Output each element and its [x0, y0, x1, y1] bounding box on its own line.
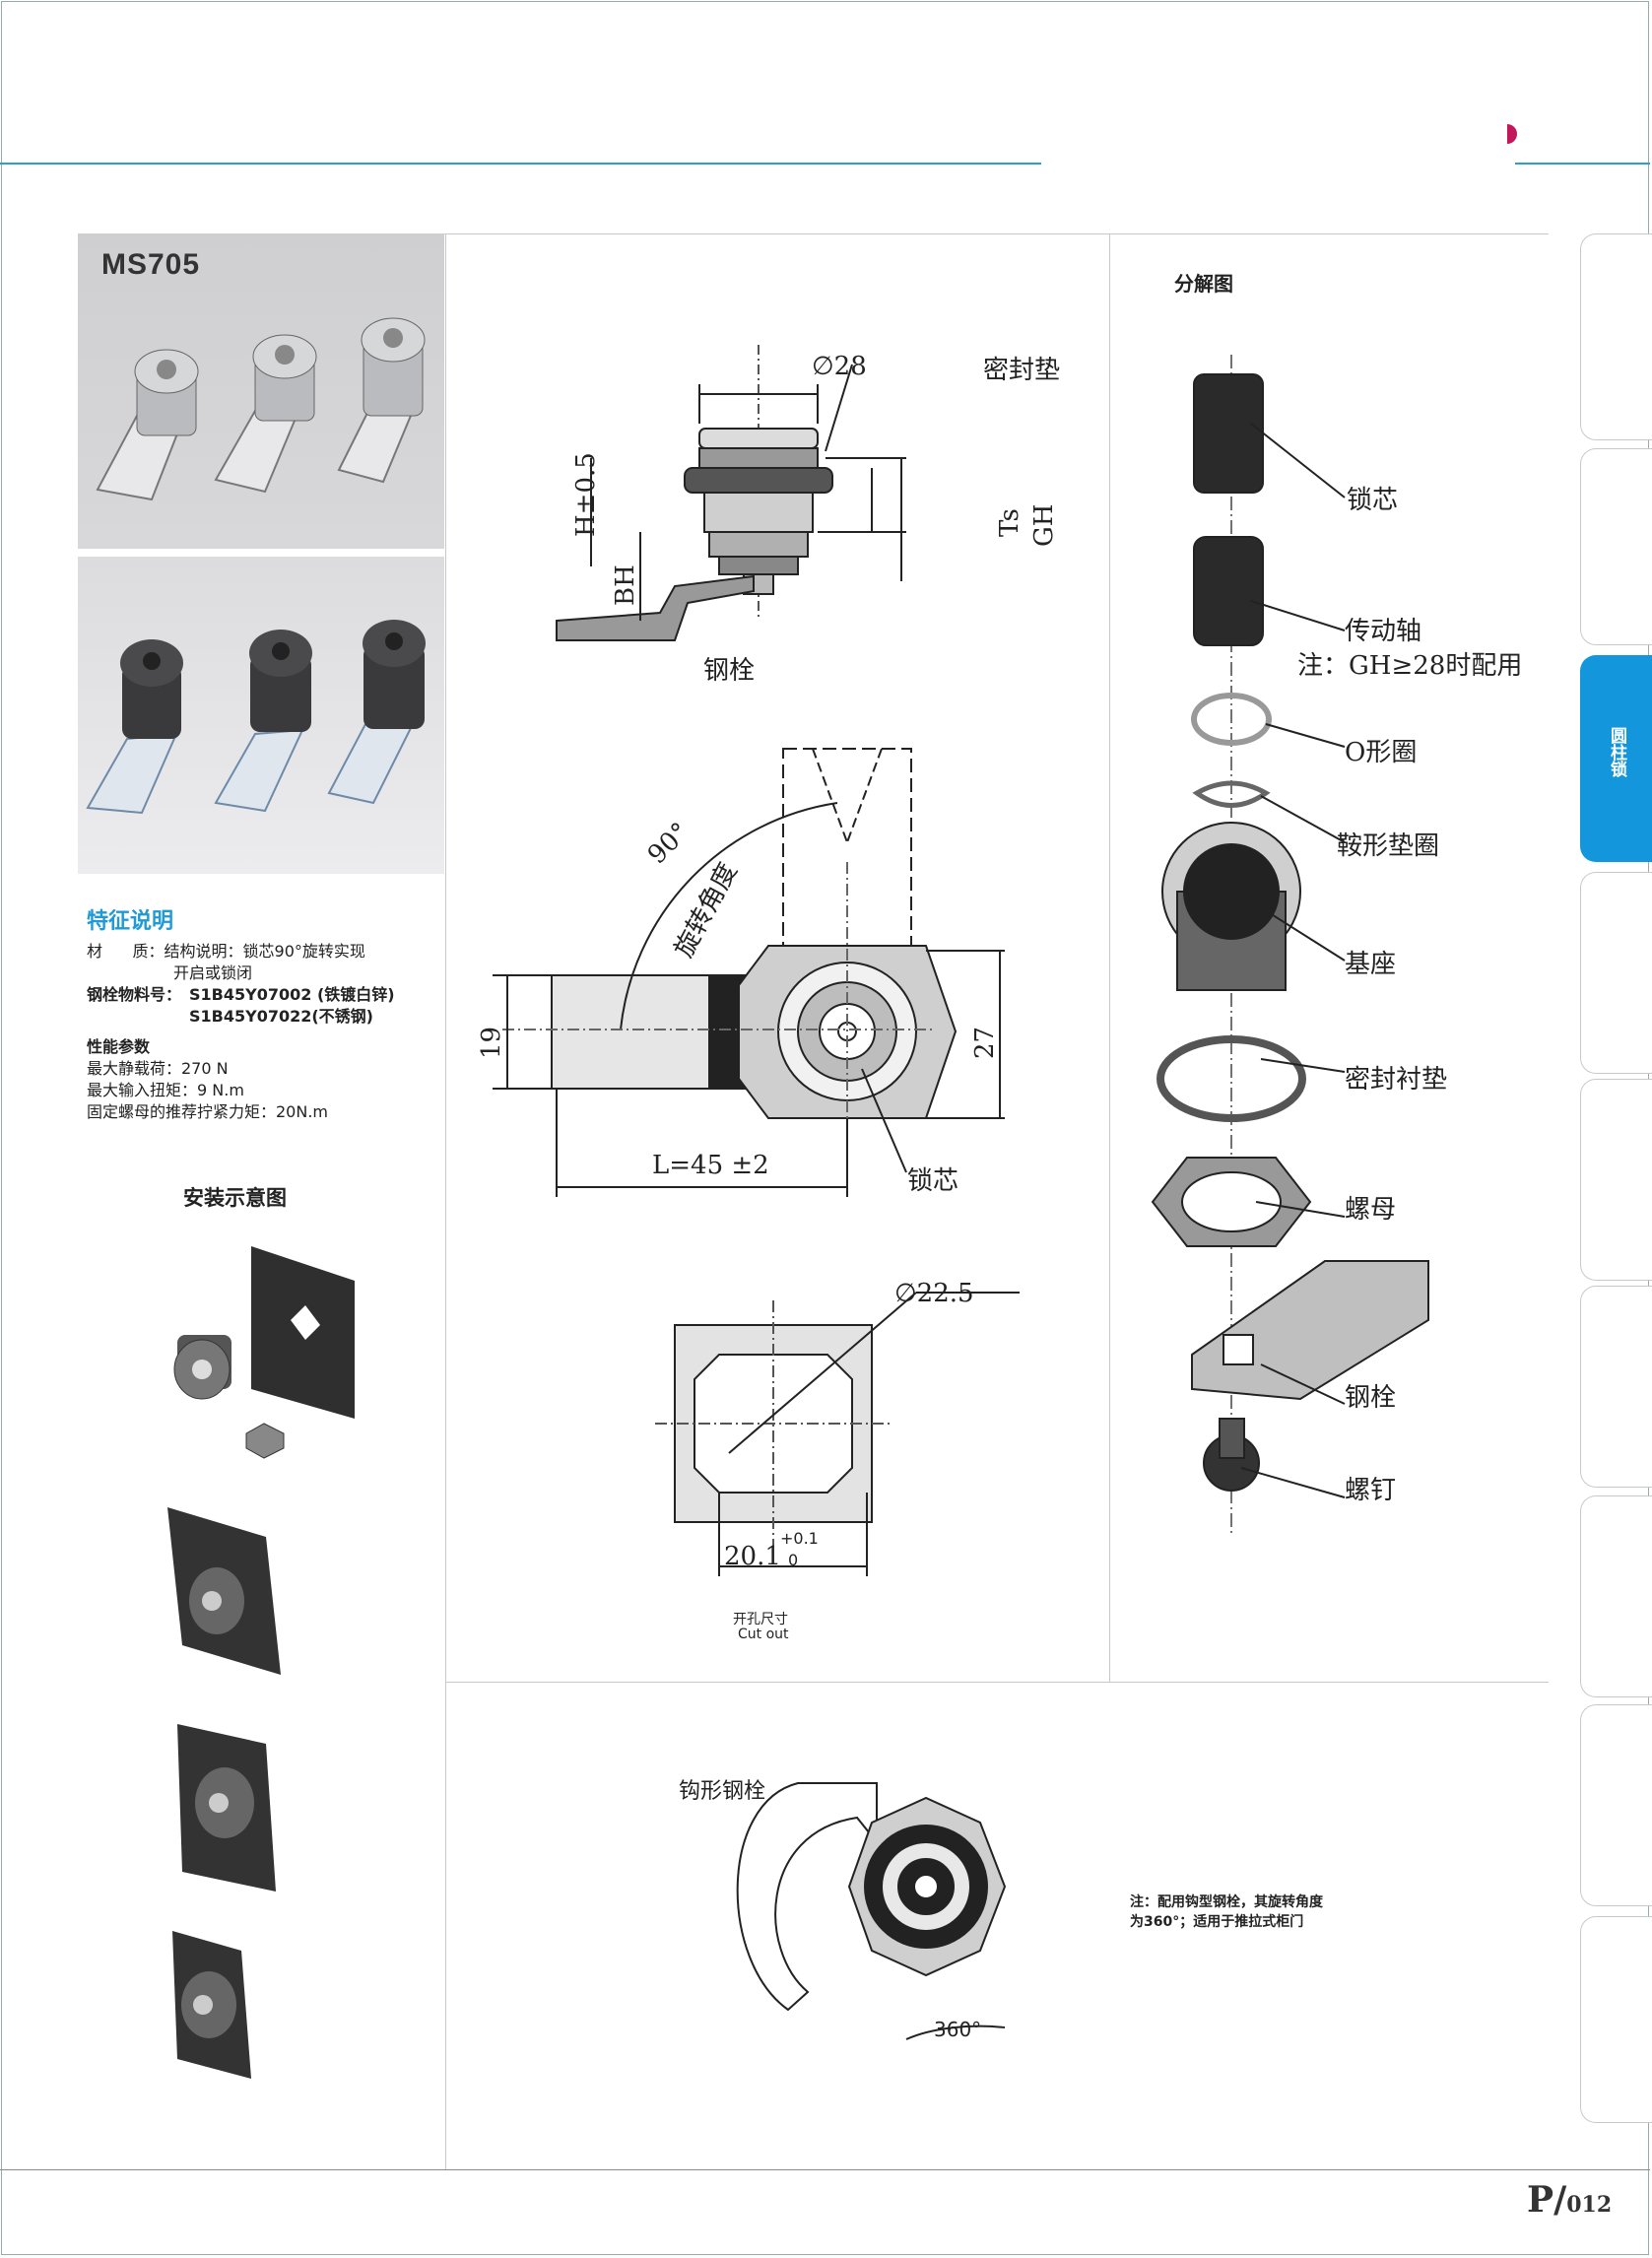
part-drive-shaft-note: 注：GH≥28时配用	[1297, 651, 1523, 681]
install-title: 安装示意图	[183, 1186, 287, 1210]
perf-3: 固定螺母的推荐拧紧力矩：20N.m	[87, 1102, 329, 1121]
latch-part-1: S1B45Y07002 (铁镀白锌)	[189, 985, 395, 1004]
side-tab-9[interactable]	[1580, 1916, 1652, 2123]
side-tab-4[interactable]	[1580, 872, 1652, 1074]
h27-label: 27	[970, 1026, 1000, 1059]
part-o-ring: O形圈	[1345, 738, 1418, 767]
bh-label: BH	[611, 564, 640, 606]
part-drive-shaft: 传动轴	[1345, 617, 1422, 646]
side-tab-7[interactable]	[1580, 1495, 1652, 1697]
cutout-caption-cn: 开孔尺寸	[733, 1612, 788, 1627]
hook-latch-drawing	[736, 1782, 1007, 2040]
install-step-2	[167, 1507, 281, 1675]
gh-label: GH	[1029, 503, 1059, 547]
side-view-drawing	[556, 345, 906, 641]
hook-angle-label: 360°	[934, 2018, 982, 2041]
header-rule-right	[1515, 163, 1650, 165]
h19-label: 19	[477, 1026, 506, 1059]
product-photo-chrome	[78, 233, 444, 549]
material-line-2: 开启或锁闭	[173, 963, 253, 982]
part-screw: 螺钉	[1345, 1476, 1397, 1505]
page-prefix: P/	[1527, 2179, 1567, 2221]
cutout-dia-label: ∅22.5	[894, 1279, 974, 1308]
exploded-title: 分解图	[1174, 272, 1233, 296]
grid-vline-mid	[1109, 233, 1110, 1682]
install-illustrations	[167, 1246, 355, 2079]
part-saddle-washer: 鞍形垫圈	[1337, 831, 1440, 861]
side-tab-6[interactable]	[1580, 1286, 1652, 1488]
grid-mid-line	[445, 1682, 1549, 1683]
side-tab-5[interactable]	[1580, 1079, 1652, 1281]
grid-top-line	[78, 233, 1549, 234]
part-nut: 螺母	[1345, 1195, 1397, 1225]
footer-rule	[0, 2169, 1650, 2170]
side-dia-label: ∅28	[812, 352, 867, 381]
install-step-4	[172, 1931, 251, 2079]
part-base: 基座	[1345, 950, 1397, 979]
page-number-value: 012	[1566, 2192, 1613, 2218]
ts-label: Ts	[995, 508, 1024, 537]
length-label: L=45 ±2	[652, 1151, 769, 1180]
hook-note-1: 注：配用钩型钢栓，其旋转角度	[1130, 1894, 1323, 1910]
exploded-drawing	[1151, 355, 1429, 1537]
cutout-width-label: 20.1	[724, 1542, 781, 1571]
header-logo-fragment	[1507, 124, 1517, 144]
top-view-drawing	[493, 748, 1005, 1197]
features-title: 特征说明	[87, 909, 174, 934]
part-latch: 钢栓	[1345, 1383, 1397, 1413]
chrome-locks-image	[96, 317, 426, 501]
black-locks-image	[86, 620, 426, 815]
material-line-1: 材 质：结构说明：锁芯90°旋转实现	[87, 942, 365, 961]
part-seal-gasket: 密封衬垫	[1345, 1065, 1448, 1095]
cutout-tol-zero: 0	[788, 1551, 799, 1569]
perf-1: 最大静载荷：270 N	[87, 1059, 229, 1078]
side-tab-1[interactable]	[1580, 233, 1652, 440]
latch-part-label: 钢栓物料号：	[87, 985, 182, 1004]
core-label: 锁芯	[907, 1166, 959, 1196]
h-dim-label: H±0.5	[571, 452, 601, 537]
hook-label: 钩形钢栓	[679, 1779, 766, 1804]
cutout-caption-en: Cut out	[738, 1627, 789, 1642]
side-tab-cylinder-lock-label: 圆柱锁	[1607, 727, 1626, 777]
perf-title: 性能参数	[87, 1037, 151, 1056]
page-number: P/012	[1527, 2179, 1612, 2221]
part-lock-core: 锁芯	[1347, 486, 1399, 515]
install-step-3	[177, 1724, 276, 1892]
header-rule-left	[0, 163, 1041, 165]
seal-pad-label: 密封垫	[983, 356, 1061, 385]
model-title: MS705	[101, 248, 201, 281]
grid-vline-left	[445, 233, 446, 2169]
perf-2: 最大输入扭矩：9 N.m	[87, 1081, 244, 1099]
latch-part-2: S1B45Y07022(不锈钢)	[189, 1007, 373, 1026]
cutout-drawing	[655, 1292, 1020, 1576]
side-tab-8[interactable]	[1580, 1704, 1652, 1906]
install-step-1	[173, 1246, 355, 1459]
product-photo-black	[78, 557, 444, 874]
latch-label: 钢栓	[703, 656, 756, 686]
hook-note-2: 为360°；适用于推拉式柜门	[1130, 1914, 1304, 1930]
side-tab-cylinder-lock[interactable]: 圆柱锁	[1580, 655, 1652, 862]
cutout-tol-plus: +0.1	[780, 1529, 819, 1548]
side-tab-2[interactable]	[1580, 448, 1652, 645]
